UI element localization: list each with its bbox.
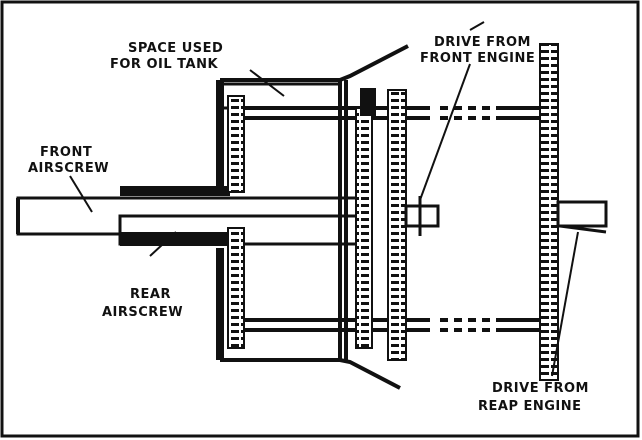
label-rear-airscrew-2: AIRSCREW xyxy=(102,305,183,320)
label-drive-rear-1: DRIVE FROM xyxy=(492,381,589,396)
label-rear-airscrew-1: REAR xyxy=(130,287,171,302)
front-engine-drive-shaft xyxy=(404,196,440,236)
left-gear-upper xyxy=(227,95,245,193)
small-gear-top xyxy=(360,88,376,116)
rear-engine-drive-shaft xyxy=(556,200,608,234)
label-drive-front-1: DRIVE FROM xyxy=(434,35,531,50)
center-gear-2 xyxy=(387,89,407,361)
left-gear-lower xyxy=(227,227,245,349)
label-drive-front-2: FRONT ENGINE xyxy=(420,51,535,66)
right-gear xyxy=(539,43,559,381)
label-drive-rear-2: REAP ENGINE xyxy=(478,399,582,414)
center-gear-1 xyxy=(355,107,373,349)
label-front-airscrew-1: FRONT xyxy=(40,145,92,160)
leader-lines xyxy=(69,21,579,377)
label-space-oil-2: FOR OIL TANK xyxy=(110,57,218,72)
label-front-airscrew-2: AIRSCREW xyxy=(28,161,109,176)
label-space-oil-1: SPACE USED xyxy=(128,41,223,56)
gearbox-casing xyxy=(216,44,409,390)
